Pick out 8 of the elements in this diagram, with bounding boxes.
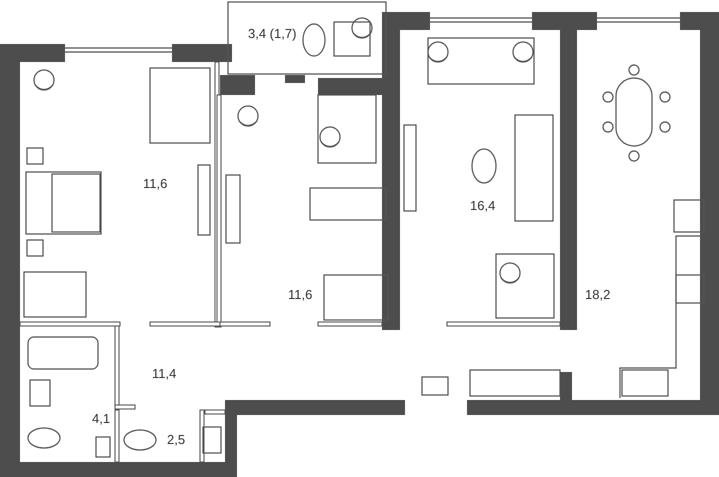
room-area-label: 18,2 <box>585 287 610 302</box>
room-area-label: 4,1 <box>92 411 110 426</box>
room-area-label: 11,6 <box>288 287 312 302</box>
room-area-label: 11,4 <box>152 366 176 381</box>
room-area-label: 16,4 <box>470 198 496 213</box>
room-area-label: 3,4 (1,7) <box>248 26 296 41</box>
room-area-label: 11,6 <box>143 176 168 191</box>
room-area-label: 2,5 <box>167 432 186 447</box>
